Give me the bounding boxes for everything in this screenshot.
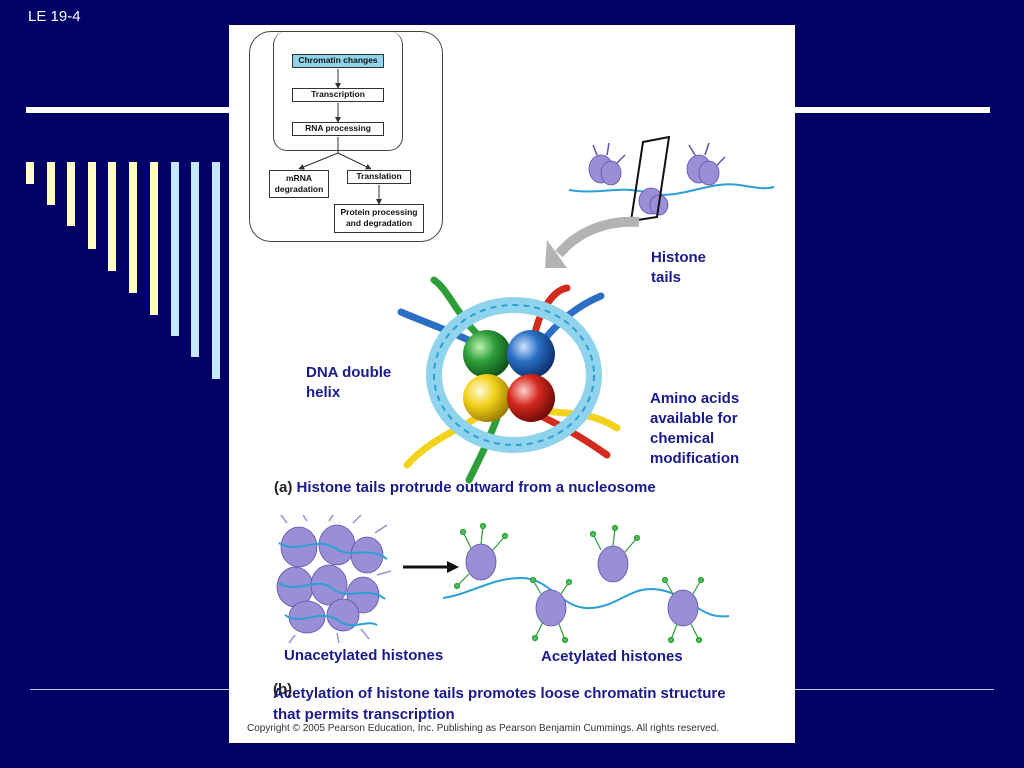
transition-arrow [403, 561, 459, 573]
caption-a: (a) Histone tails protrude outward from … [274, 477, 774, 498]
label-unacetylated: Unacetylated histones [284, 647, 444, 664]
caption-a-text: Histone tails protrude outward from a nu… [296, 479, 656, 496]
unacetylated-cluster [276, 514, 392, 644]
decor-bar [129, 162, 137, 293]
decor-bar [108, 162, 116, 271]
flowchart-outer-frame [249, 31, 443, 242]
flow-translation: Translation [347, 170, 411, 184]
label-dna-double-helix: DNA double helix [306, 364, 392, 401]
caption-b-text: Acetylation of histone tails promotes lo… [273, 685, 726, 723]
caption-b-letter: (b) [273, 681, 293, 698]
flow-mrna-degradation: mRNA degradation [269, 170, 329, 198]
label-histone-tails: Histone tails [651, 249, 707, 286]
slide-label: LE 19-4 [28, 8, 81, 25]
decor-bar [150, 162, 158, 315]
acetylated-chain [442, 522, 730, 644]
zoom-arrow [545, 216, 640, 268]
decor-bar [47, 162, 55, 205]
label-acetylated: Acetylated histones [541, 648, 683, 665]
flow-chromatin-changes: Chromatin changes [292, 54, 384, 68]
figure-panel: Chromatin changes Transcription RNA proc… [229, 25, 795, 743]
decor-bar [171, 162, 179, 336]
nucleosome [397, 276, 621, 484]
decor-bar [191, 162, 199, 357]
flowchart-arrows [298, 69, 382, 205]
decor-bar [88, 162, 96, 249]
decor-bar [212, 162, 220, 379]
caption-b: (b) Acetylation of histone tails promote… [273, 681, 773, 725]
copyright: Copyright © 2005 Pearson Education, Inc.… [247, 723, 720, 734]
chromatin-fiber-top [568, 135, 775, 223]
decor-bar [26, 162, 34, 184]
decor-bar [67, 162, 75, 226]
label-amino-acids: Amino acids available for chemical modif… [650, 390, 740, 467]
caption-a-letter: (a) [274, 479, 293, 496]
